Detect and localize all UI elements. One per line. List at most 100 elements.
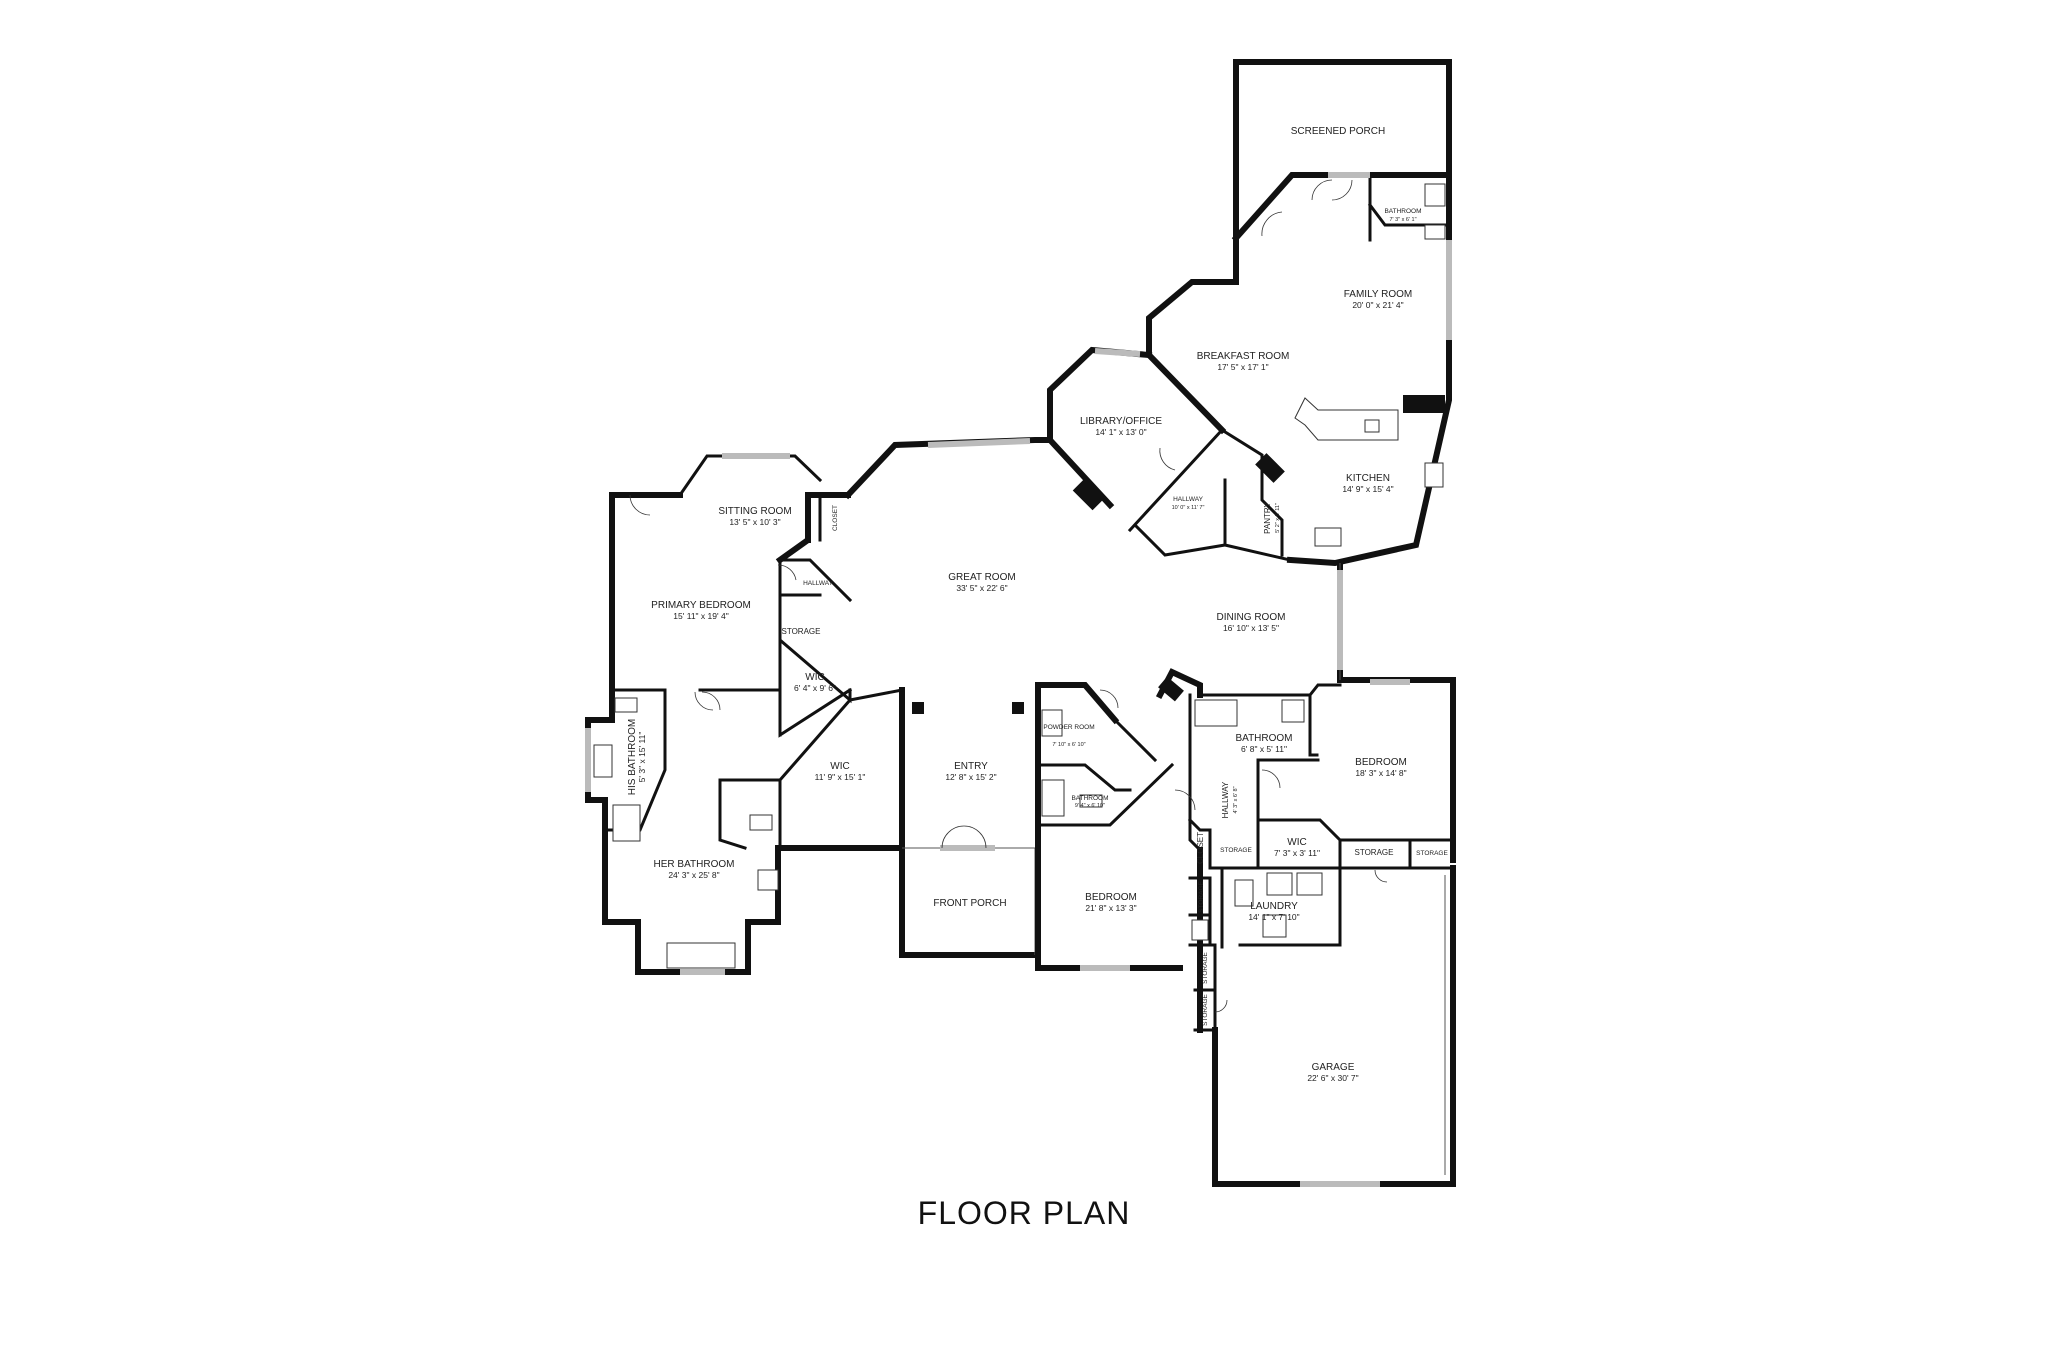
svg-text:9' 4" x 6' 10": 9' 4" x 6' 10" xyxy=(1075,803,1105,809)
room-bedroom-east: BEDROOM 18' 3" x 14' 8" xyxy=(1355,757,1407,778)
room-hallway-north: HALLWAY 10' 0" x 11' 7" xyxy=(1172,496,1205,511)
svg-text:WIC: WIC xyxy=(1287,837,1306,848)
windows xyxy=(585,172,1452,975)
svg-text:6' 4" x 9' 6": 6' 4" x 9' 6" xyxy=(794,683,836,693)
svg-text:STORAGE: STORAGE xyxy=(1416,850,1448,857)
room-her-bathroom: HER BATHROOM 24' 3" x 25' 8" xyxy=(654,859,735,880)
room-his-bathroom: HIS BATHROOM 5' 3" x 15' 11" xyxy=(627,719,647,795)
room-bathroom-east: BATHROOM 6' 8" x 5' 11" xyxy=(1235,733,1292,754)
svg-text:14' 1" x 13' 0": 14' 1" x 13' 0" xyxy=(1095,427,1146,437)
svg-text:CLOSET: CLOSET xyxy=(832,505,839,531)
room-front-porch: FRONT PORCH xyxy=(933,898,1006,909)
svg-text:12' 8" x 15' 2": 12' 8" x 15' 2" xyxy=(945,772,996,782)
svg-text:4' 3" x 6' 8": 4' 3" x 6' 8" xyxy=(1233,786,1239,813)
svg-text:5' 2" x 8' 11": 5' 2" x 8' 11" xyxy=(1275,503,1281,533)
svg-text:BREAKFAST ROOM: BREAKFAST ROOM xyxy=(1197,351,1290,362)
svg-text:18' 3" x 14' 8": 18' 3" x 14' 8" xyxy=(1355,768,1406,778)
room-closet-sitting: CLOSET xyxy=(832,505,839,531)
svg-text:BEDROOM: BEDROOM xyxy=(1085,892,1137,903)
room-storage-b: STORAGE xyxy=(1355,848,1394,857)
svg-text:FAMILY ROOM: FAMILY ROOM xyxy=(1344,289,1413,300)
svg-text:POWDER ROOM: POWDER ROOM xyxy=(1043,724,1094,731)
svg-text:SITTING ROOM: SITTING ROOM xyxy=(718,506,791,517)
svg-text:LIBRARY/OFFICE: LIBRARY/OFFICE xyxy=(1080,416,1162,427)
room-entry: ENTRY 12' 8" x 15' 2" xyxy=(945,761,996,782)
room-labels: SCREENED PORCH BATHROOM 7' 3" x 6' 1" FA… xyxy=(627,126,1448,1083)
svg-text:GREAT ROOM: GREAT ROOM xyxy=(948,572,1015,583)
room-pantry: PANTRY 5' 2" x 8' 11" xyxy=(1263,501,1281,533)
room-library-office: LIBRARY/OFFICE 14' 1" x 13' 0" xyxy=(1080,416,1162,437)
svg-text:BATHROOM: BATHROOM xyxy=(1235,733,1292,744)
svg-text:15' 11" x 19' 4": 15' 11" x 19' 4" xyxy=(673,611,728,621)
room-hallway-east: HALLWAY 4' 3" x 6' 8" xyxy=(1221,781,1239,818)
room-hallway-west: HALLWAY xyxy=(803,580,834,587)
svg-text:10' 0" x 11' 7": 10' 0" x 11' 7" xyxy=(1172,505,1205,511)
svg-text:7' 3" x 6' 1": 7' 3" x 6' 1" xyxy=(1389,217,1416,223)
fixtures xyxy=(593,183,1446,969)
room-bathroom-porch: BATHROOM 7' 3" x 6' 1" xyxy=(1384,208,1421,223)
svg-text:17' 5" x 17' 1": 17' 5" x 17' 1" xyxy=(1217,362,1268,372)
svg-text:STORAGE: STORAGE xyxy=(1202,952,1209,984)
svg-text:WIC: WIC xyxy=(830,761,849,772)
svg-text:HALLWAY: HALLWAY xyxy=(803,580,834,587)
walls xyxy=(585,59,1456,1187)
svg-text:HER BATHROOM: HER BATHROOM xyxy=(654,859,735,870)
svg-text:PANTRY: PANTRY xyxy=(1263,501,1272,533)
svg-text:SCREENED PORCH: SCREENED PORCH xyxy=(1291,126,1385,137)
room-powder-room: POWDER ROOM 7' 10" x 6' 10" xyxy=(1043,724,1094,748)
svg-text:ENTRY: ENTRY xyxy=(954,761,988,772)
door-swings xyxy=(629,179,1388,1013)
svg-text:PRIMARY BEDROOM: PRIMARY BEDROOM xyxy=(651,600,751,611)
room-bedroom-south: BEDROOM 21' 8" x 13' 3" xyxy=(1085,892,1137,913)
svg-text:5' 3" x 15' 11": 5' 3" x 15' 11" xyxy=(637,732,647,783)
room-sitting-room: SITTING ROOM 13' 5" x 10' 3" xyxy=(718,506,791,527)
svg-text:HIS BATHROOM: HIS BATHROOM xyxy=(627,719,638,795)
room-storage-d: STORAGE xyxy=(1198,881,1205,913)
svg-text:16' 10" x 13' 5": 16' 10" x 13' 5" xyxy=(1223,623,1279,633)
svg-text:STORAGE: STORAGE xyxy=(1355,848,1394,857)
room-wic-east: WIC 7' 3" x 3' 11" xyxy=(1274,837,1320,858)
svg-text:22' 6" x 30' 7": 22' 6" x 30' 7" xyxy=(1307,1073,1358,1083)
svg-text:7' 3" x 3' 11": 7' 3" x 3' 11" xyxy=(1274,848,1320,858)
svg-text:14' 9" x 15' 4": 14' 9" x 15' 4" xyxy=(1342,484,1393,494)
room-dining-room: DINING ROOM 16' 10" x 13' 5" xyxy=(1217,612,1286,633)
room-storage-west: STORAGE xyxy=(782,627,821,636)
svg-text:7' 10" x 6' 10": 7' 10" x 6' 10" xyxy=(1052,742,1085,748)
svg-text:STORAGE: STORAGE xyxy=(1198,881,1205,913)
room-wic-large: WIC 11' 9" x 15' 1" xyxy=(815,761,866,782)
room-wic-small: WIC 6' 4" x 9' 6" xyxy=(794,672,836,693)
svg-text:STORAGE: STORAGE xyxy=(782,627,821,636)
room-garage: GARAGE 22' 6" x 30' 7" xyxy=(1307,1062,1358,1083)
svg-text:20' 0" x 21' 4": 20' 0" x 21' 4" xyxy=(1352,300,1403,310)
room-storage-f: STORAGE xyxy=(1202,994,1209,1026)
room-screened-porch: SCREENED PORCH xyxy=(1291,126,1385,137)
room-storage-e: STORAGE xyxy=(1202,952,1209,984)
svg-text:LAUNDRY: LAUNDRY xyxy=(1250,901,1298,912)
room-closet-east: CLOSET xyxy=(1196,832,1205,864)
floor-plan-title: FLOOR PLAN xyxy=(917,1195,1131,1231)
room-family-room: FAMILY ROOM 20' 0" x 21' 4" xyxy=(1344,289,1413,310)
svg-text:DINING ROOM: DINING ROOM xyxy=(1217,612,1286,623)
room-storage-a: STORAGE xyxy=(1220,847,1252,854)
room-storage-c: STORAGE xyxy=(1416,850,1448,857)
svg-text:HALLWAY: HALLWAY xyxy=(1221,781,1230,818)
svg-text:6' 8" x 5' 11": 6' 8" x 5' 11" xyxy=(1241,744,1287,754)
svg-text:HALLWAY: HALLWAY xyxy=(1173,496,1204,503)
svg-text:11' 9" x 15' 1": 11' 9" x 15' 1" xyxy=(815,772,866,782)
svg-text:BATHROOM: BATHROOM xyxy=(1384,208,1421,215)
room-laundry: LAUNDRY 14' 1" x 7' 10" xyxy=(1248,901,1299,922)
svg-text:33' 5" x 22' 6": 33' 5" x 22' 6" xyxy=(956,583,1007,593)
svg-text:24' 3" x 25' 8": 24' 3" x 25' 8" xyxy=(668,870,719,880)
svg-text:STORAGE: STORAGE xyxy=(1220,847,1252,854)
svg-text:14' 1" x 7' 10": 14' 1" x 7' 10" xyxy=(1248,912,1299,922)
room-great-room: GREAT ROOM 33' 5" x 22' 6" xyxy=(948,572,1015,593)
svg-text:WIC: WIC xyxy=(805,672,824,683)
room-bathroom-small: BATHROOM 9' 4" x 6' 10" xyxy=(1071,795,1108,809)
svg-text:13' 5" x 10' 3": 13' 5" x 10' 3" xyxy=(729,517,780,527)
svg-text:CLOSET: CLOSET xyxy=(1196,832,1205,864)
room-breakfast-room: BREAKFAST ROOM 17' 5" x 17' 1" xyxy=(1197,351,1290,372)
room-kitchen: KITCHEN 14' 9" x 15' 4" xyxy=(1342,473,1393,494)
svg-text:KITCHEN: KITCHEN xyxy=(1346,473,1390,484)
svg-text:BATHROOM: BATHROOM xyxy=(1071,795,1108,802)
